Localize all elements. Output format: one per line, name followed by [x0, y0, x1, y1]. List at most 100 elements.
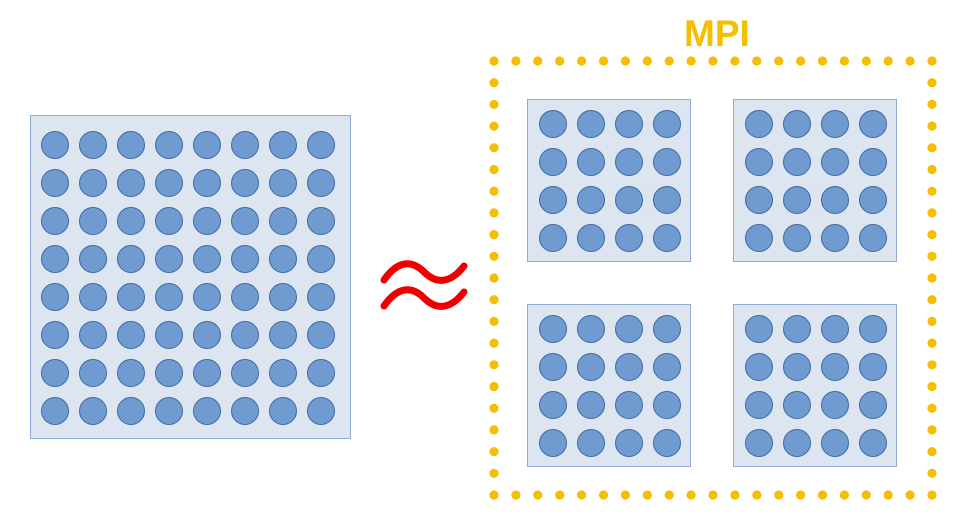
process-dot	[821, 148, 849, 176]
process-dot	[859, 315, 887, 343]
process-dot	[539, 315, 567, 343]
mpi-boundary-dot	[752, 56, 762, 66]
process-dot	[577, 186, 605, 214]
process-dot	[783, 224, 811, 252]
process-dot	[783, 148, 811, 176]
process-dot	[539, 224, 567, 252]
approx-wave-top	[380, 260, 468, 284]
mpi-boundary-dot	[927, 360, 937, 370]
mpi-boundary-dot	[489, 490, 499, 500]
mpi-boundary-dot	[642, 56, 652, 66]
process-dot	[79, 169, 107, 197]
mpi-boundary-dot	[861, 490, 871, 500]
process-dot	[745, 353, 773, 381]
process-dot	[155, 245, 183, 273]
mpi-boundary-dot	[598, 490, 609, 500]
mpi-boundary-dot	[489, 186, 499, 196]
process-dot	[783, 353, 811, 381]
mpi-subgrid	[527, 304, 691, 467]
mpi-subgrid	[733, 99, 897, 262]
process-dot	[269, 283, 297, 311]
mpi-boundary-dot	[489, 99, 499, 109]
process-dot	[615, 148, 643, 176]
process-dot	[79, 321, 107, 349]
process-dot	[539, 391, 567, 419]
process-dot	[231, 283, 259, 311]
mpi-boundary-dot	[927, 78, 937, 88]
mpi-boundary-dot	[927, 490, 937, 500]
process-dot	[577, 315, 605, 343]
mpi-boundary-dot	[927, 295, 937, 305]
process-dot	[41, 131, 69, 159]
mpi-boundary-dot	[489, 360, 499, 370]
mpi-boundary-dot	[927, 468, 937, 478]
process-dot	[821, 110, 849, 138]
mpi-boundary-dot	[927, 186, 937, 196]
mpi-boundary	[489, 56, 937, 500]
mpi-boundary-dot	[817, 56, 828, 66]
mpi-boundary-dot	[708, 56, 718, 66]
process-dot	[79, 245, 107, 273]
mpi-boundary-dot	[796, 56, 806, 66]
mpi-boundary-dot	[927, 447, 937, 457]
mpi-boundary-dot	[489, 295, 499, 305]
process-dot	[539, 353, 567, 381]
process-dot	[231, 207, 259, 235]
process-dot	[745, 148, 773, 176]
mpi-boundary-dot	[489, 230, 499, 240]
mpi-boundary-dot	[927, 273, 937, 283]
mpi-boundary-dot	[620, 490, 630, 500]
process-dot	[269, 245, 297, 273]
process-dot	[117, 397, 145, 425]
process-dot	[117, 321, 145, 349]
mpi-boundary-dot	[577, 56, 587, 66]
process-dot	[653, 224, 681, 252]
process-dot	[155, 359, 183, 387]
process-dot	[783, 110, 811, 138]
process-dot	[193, 283, 221, 311]
process-dot	[539, 148, 567, 176]
approx-wave-bottom	[380, 286, 468, 310]
mpi-boundary-dot	[664, 490, 674, 500]
mpi-boundary-dot	[883, 56, 893, 66]
process-dot	[539, 429, 567, 457]
mpi-boundary-dot	[927, 208, 937, 218]
mpi-boundary-dot	[555, 56, 565, 66]
process-dot	[821, 353, 849, 381]
mpi-boundary-dot	[927, 316, 937, 326]
process-dot	[745, 315, 773, 343]
mpi-boundary-dot	[489, 78, 499, 88]
mpi-boundary-dot	[927, 251, 937, 261]
process-dot	[307, 283, 335, 311]
process-dot	[41, 321, 69, 349]
mpi-boundary-dot	[839, 490, 849, 500]
process-dot	[41, 207, 69, 235]
process-dot	[155, 397, 183, 425]
process-dot	[577, 224, 605, 252]
process-dot	[653, 148, 681, 176]
mpi-boundary-dot	[686, 490, 696, 500]
process-dot	[269, 131, 297, 159]
process-dot	[193, 207, 221, 235]
mpi-label: MPI	[684, 13, 750, 54]
process-dot	[653, 353, 681, 381]
process-dot	[155, 207, 183, 235]
process-dot	[307, 245, 335, 273]
process-dot	[193, 397, 221, 425]
mpi-boundary-dot	[905, 56, 915, 66]
mpi-boundary-dot	[533, 56, 543, 66]
process-dot	[155, 321, 183, 349]
process-dot	[615, 315, 643, 343]
process-dot	[821, 429, 849, 457]
process-dot	[577, 429, 605, 457]
process-dot	[155, 283, 183, 311]
mpi-boundary-dot	[577, 490, 587, 500]
process-dot	[307, 207, 335, 235]
mpi-boundary-dot	[555, 490, 565, 500]
single-node-grid	[30, 115, 351, 439]
approx-icon	[380, 260, 468, 310]
mpi-boundary-dot	[664, 56, 674, 66]
process-dot	[859, 110, 887, 138]
mpi-boundary-dot	[511, 56, 521, 66]
process-dot	[155, 169, 183, 197]
